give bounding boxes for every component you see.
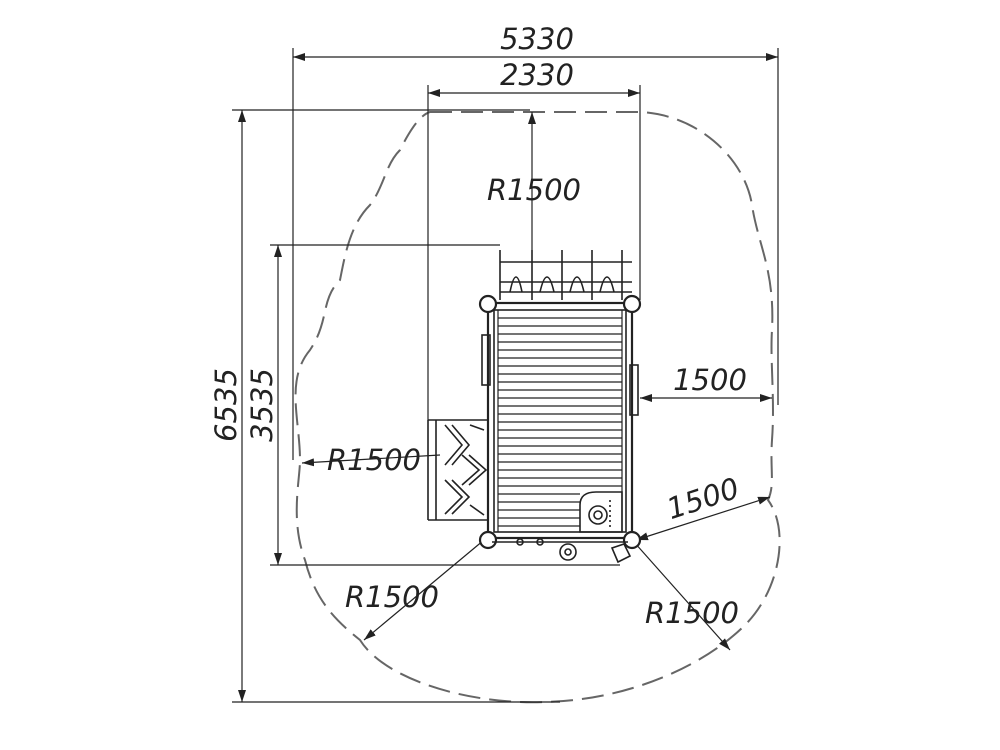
radius-top: R1500 [487,112,581,250]
right-clearance-label: 1500 [673,363,747,397]
equipment-length-label: 3535 [245,368,279,442]
dimension-overall-width: 5330 [292,22,779,460]
platform-deck [486,301,634,540]
overall-length-label: 6535 [209,368,243,442]
corner-posts [478,294,642,550]
steering-wheel-panel [579,491,623,533]
top-railing [499,250,632,300]
radius-bottom-left: R1500 [345,539,485,641]
dimension-equipment-length: 3535 [245,244,620,566]
radius-bottom-right: R1500 [633,541,739,651]
safety-zone-outline [294,111,781,704]
climbing-ramp [427,419,488,521]
radius-top-label: R1500 [487,173,581,207]
corner-clearance-label: 1500 [663,471,744,526]
equipment-width-label: 2330 [500,58,574,92]
radius-bottom-left-label: R1500 [345,580,439,614]
side-brackets [481,334,639,416]
deck-slats [498,317,622,527]
dimension-equipment-width: 2330 [427,58,641,420]
dimension-overall-length: 6535 [209,109,560,703]
bottom-hardware [492,538,632,564]
dimension-corner-clearance: 1500 [635,471,771,541]
radius-bottom-right-label: R1500 [645,596,739,630]
radius-left: R1500 [301,443,441,477]
radius-left-label: R1500 [327,443,421,477]
dimension-right-clearance: 1500 [640,363,772,402]
overall-width-label: 5330 [500,22,574,56]
